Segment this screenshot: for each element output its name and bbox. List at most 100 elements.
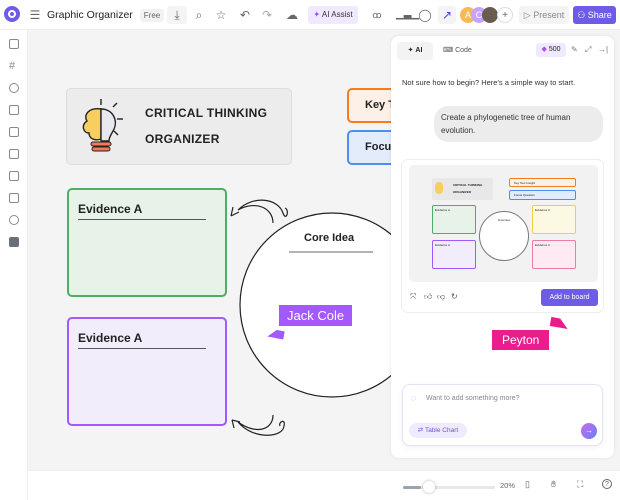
image-icon[interactable] bbox=[9, 171, 19, 181]
tab-code[interactable]: ⌨ Code bbox=[443, 42, 472, 60]
gem-icon: ◆ bbox=[541, 46, 547, 53]
title-card[interactable]: CRITICAL THINKING ORGANIZER bbox=[66, 88, 292, 165]
download-icon[interactable]: ⤓ bbox=[167, 6, 187, 24]
ai-search-icon: ◌ bbox=[411, 393, 417, 403]
evidence-card-purple[interactable]: Evidence A bbox=[67, 317, 227, 426]
ai-assist-button[interactable]: ✦ AI Assist bbox=[308, 6, 358, 24]
evidence-title: Evidence A bbox=[78, 331, 143, 345]
zoom-slider-fill bbox=[403, 486, 422, 489]
key-text-label: Key T bbox=[365, 99, 395, 111]
focus-label: Focu bbox=[365, 141, 392, 153]
code-icon: ⌨ bbox=[443, 47, 454, 54]
cloud-sync-icon[interactable]: ☁ bbox=[286, 8, 298, 22]
grid-icon[interactable]: # bbox=[9, 60, 16, 72]
regenerate-icon[interactable]: ↻ bbox=[451, 292, 458, 301]
preview-ev: Evidence A bbox=[432, 240, 476, 269]
logo-icon[interactable] bbox=[4, 6, 20, 22]
arrowhead bbox=[231, 419, 241, 429]
left-toolbar: # bbox=[0, 30, 28, 500]
hand-icon[interactable]: ✋︎ bbox=[551, 479, 557, 489]
credits-badge: ◆ 500 bbox=[536, 43, 566, 57]
star-icon[interactable]: ☆ bbox=[215, 8, 227, 22]
comment-icon[interactable]: ◯ bbox=[418, 8, 432, 22]
evidence-title: Evidence A bbox=[78, 202, 143, 216]
preview-ev: Evidence C bbox=[532, 240, 576, 269]
avatar-photo[interactable] bbox=[482, 7, 498, 23]
bottom-bar: 20% ▯ ✋︎ ⛶ ? bbox=[28, 470, 620, 500]
arrowhead bbox=[230, 206, 240, 217]
expand-icon[interactable]: ⤢ bbox=[585, 45, 592, 54]
more-apps-icon[interactable] bbox=[9, 237, 19, 247]
plugin-icon[interactable] bbox=[9, 215, 19, 225]
add-collaborator-button[interactable]: + bbox=[497, 7, 513, 23]
connector-icon[interactable]: ↗ bbox=[438, 6, 456, 24]
zoom-slider[interactable] bbox=[403, 481, 495, 493]
share-label: Share bbox=[587, 10, 612, 20]
code-icon[interactable] bbox=[9, 193, 19, 203]
preview-text: Evidence C bbox=[535, 208, 551, 212]
core-idea-label: Core Idea bbox=[304, 232, 355, 244]
preview-text: Evidence A bbox=[435, 208, 451, 212]
thumbs-up-icon[interactable]: 👍︎ bbox=[424, 292, 433, 301]
ai-icon: ✦ bbox=[407, 47, 414, 54]
curly-arrow bbox=[237, 414, 285, 436]
fit-screen-icon[interactable]: ⛶ bbox=[577, 479, 584, 489]
curly-arrow bbox=[237, 199, 288, 224]
preview-ev: Evidence A bbox=[432, 205, 476, 234]
template-icon[interactable] bbox=[9, 39, 19, 49]
preview-focus: Focus Question bbox=[509, 190, 576, 200]
tab-ai[interactable]: ✦ AI bbox=[397, 42, 433, 60]
preview-text: Evidence C bbox=[535, 243, 551, 247]
shapes-icon[interactable] bbox=[9, 83, 19, 93]
table-chart-chip[interactable]: ⇄ Table Chart bbox=[409, 423, 467, 438]
undo-icon[interactable]: ↶ bbox=[239, 8, 251, 22]
evidence-card-green[interactable]: Evidence A bbox=[67, 188, 227, 297]
collab-icon[interactable]: ꝏ bbox=[372, 10, 382, 20]
preview-text: Focus Question bbox=[514, 193, 536, 197]
preview-circle: Overview bbox=[479, 211, 529, 261]
user-message: Create a phylogenetic tree of human evol… bbox=[434, 106, 603, 142]
zoom-slider-handle[interactable] bbox=[423, 481, 435, 493]
present-button[interactable]: ▷ Present bbox=[519, 6, 569, 24]
share-button[interactable]: ⚇ Share bbox=[573, 6, 616, 24]
help-icon[interactable]: ? bbox=[602, 479, 612, 489]
present-label: Present bbox=[533, 10, 565, 20]
title-line-2: ORGANIZER bbox=[145, 132, 220, 146]
credits-count: 500 bbox=[548, 46, 561, 53]
board-title[interactable]: Graphic Organizer bbox=[47, 9, 133, 21]
ai-assist-label: AI Assist bbox=[321, 10, 353, 19]
fullscreen-icon[interactable]: ⤧ bbox=[410, 292, 417, 301]
top-bar: ☰ Graphic Organizer Free ⤓ ⌕ ☆ ↶ ↷ ☁ ✦ A… bbox=[0, 0, 620, 30]
map-icon[interactable]: ▯ bbox=[525, 479, 530, 489]
divider bbox=[78, 348, 206, 349]
plan-badge: Free bbox=[140, 9, 164, 22]
brain-lightbulb-icon bbox=[82, 99, 123, 152]
sticky-note-icon[interactable] bbox=[9, 127, 19, 137]
divider bbox=[78, 219, 206, 220]
chip-label: Table Chart bbox=[424, 427, 459, 434]
edit-icon[interactable]: ✎ bbox=[571, 45, 578, 54]
frame-icon[interactable] bbox=[9, 149, 19, 159]
chart-icon[interactable]: ▁▃▁ bbox=[396, 9, 420, 20]
cursor-label-jack: Jack Cole bbox=[279, 305, 353, 326]
zoom-level: 20% bbox=[500, 481, 516, 490]
title-line-1: CRITICAL THINKING bbox=[145, 106, 268, 120]
intro-text: Not sure how to begin? Here's a simple w… bbox=[402, 78, 576, 87]
collapse-panel-icon[interactable]: →| bbox=[598, 45, 609, 54]
send-button[interactable]: → bbox=[581, 423, 597, 439]
search-icon[interactable]: ⌕ bbox=[195, 8, 203, 22]
cursor-label-peyton: Peyton bbox=[492, 330, 550, 350]
thumbs-down-icon[interactable]: 👎︎ bbox=[437, 292, 446, 301]
preview-title: ORGANIZER bbox=[453, 190, 471, 194]
preview-ev: Evidence C bbox=[532, 205, 576, 234]
preview-text: Key Text Insight bbox=[514, 181, 536, 185]
redo-icon[interactable]: ↷ bbox=[261, 8, 273, 22]
media-icon[interactable] bbox=[9, 105, 19, 115]
chat-input-placeholder: Want to add something more? bbox=[426, 395, 520, 402]
menu-icon[interactable]: ☰ bbox=[29, 8, 41, 22]
chat-input-box[interactable]: ◌ Want to add something more? ⇄ Table Ch… bbox=[402, 384, 603, 446]
add-to-board-button[interactable]: Add to board bbox=[541, 289, 598, 306]
